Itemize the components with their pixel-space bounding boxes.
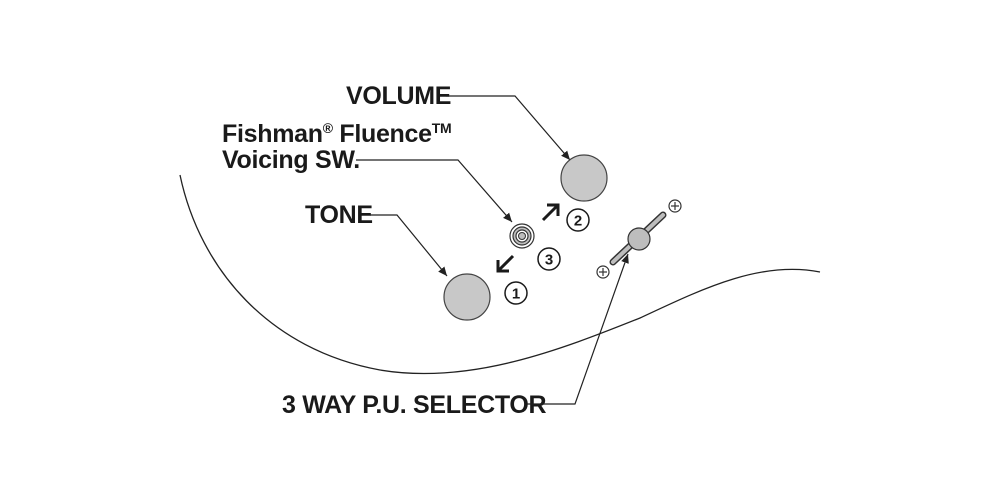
- position-3-badge: 3: [537, 247, 561, 271]
- position-2-label: 2: [574, 213, 582, 230]
- fishman-text: Fishman: [222, 120, 323, 148]
- voicing-switch[interactable]: [509, 223, 535, 249]
- volume-label: VOLUME: [346, 82, 451, 110]
- guitar-body-outline: [179, 174, 821, 375]
- registered-mark: ®: [323, 120, 334, 136]
- volume-knob[interactable]: [560, 154, 608, 202]
- screw-bottom-icon: [596, 265, 610, 279]
- arrow-down-left-icon: [496, 254, 515, 273]
- pickup-selector-label: 3 WAY P.U. SELECTOR: [282, 391, 547, 419]
- position-3-label: 3: [545, 252, 553, 269]
- voicing-switch-leader: [356, 159, 513, 223]
- arrow-up-right-icon: [541, 203, 560, 222]
- position-2-badge: 2: [566, 208, 590, 232]
- fishman-fluence-label: Fishman® FluenceTM: [222, 120, 451, 148]
- volume-leader: [446, 95, 571, 161]
- pickup-selector-switch[interactable]: [609, 211, 667, 266]
- tone-label: TONE: [305, 201, 373, 229]
- position-1-label: 1: [512, 286, 520, 303]
- position-1-badge: 1: [504, 281, 528, 305]
- pickup-selector-leader: [527, 253, 629, 405]
- trademark-mark: TM: [432, 120, 452, 136]
- voicing-switch-label: Voicing SW.: [222, 146, 360, 174]
- fluence-text: Fluence: [333, 120, 432, 148]
- screw-top-icon: [668, 199, 682, 213]
- tone-knob[interactable]: [443, 273, 491, 321]
- tone-leader: [370, 214, 448, 277]
